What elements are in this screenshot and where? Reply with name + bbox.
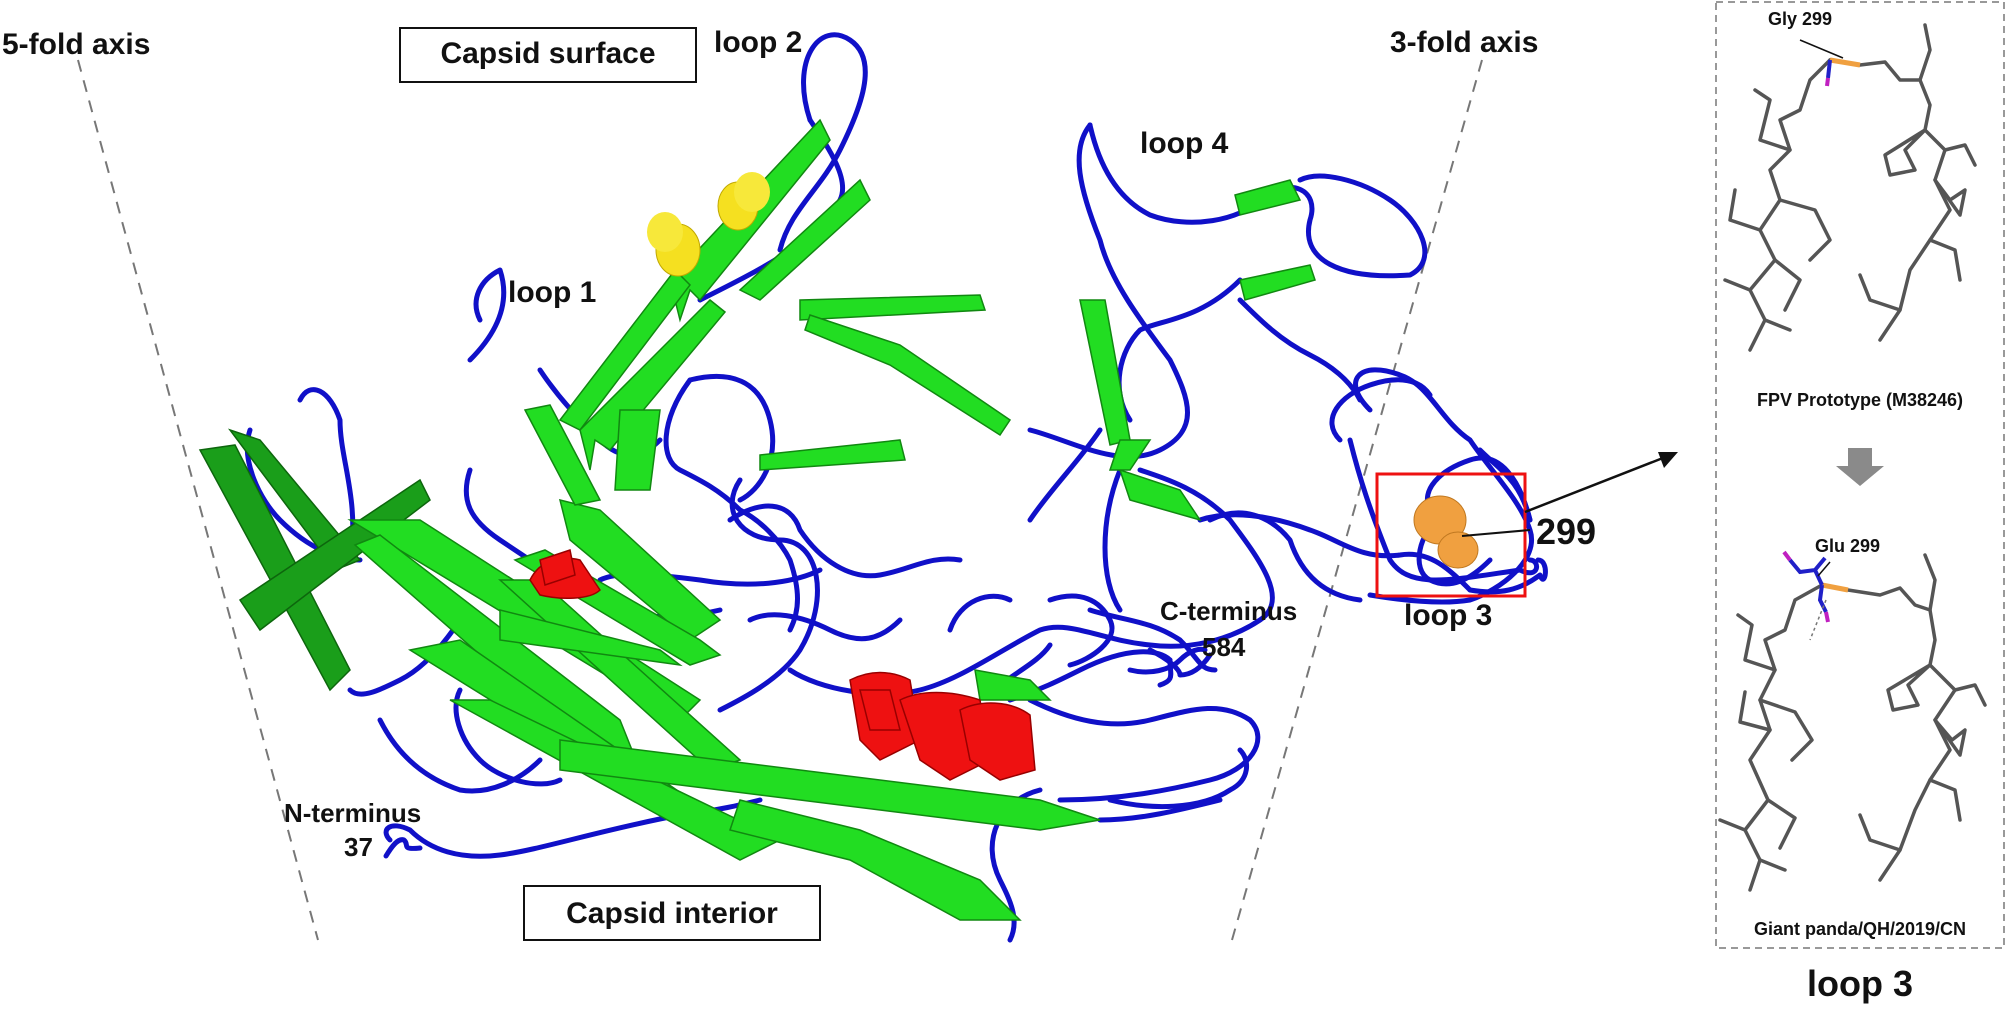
fpv-prototype-caption: FPV Prototype (M38246) xyxy=(1757,390,1963,410)
loop3-highlight-box xyxy=(1375,472,1527,598)
loop2-label: loop 2 xyxy=(714,26,802,59)
capsid-interior-box xyxy=(523,885,821,941)
beta-strand xyxy=(1079,299,1131,446)
capsid-surface-label: Capsid surface xyxy=(440,37,655,70)
alpha-helix xyxy=(529,549,601,600)
five-fold-axis-label: 5-fold axis xyxy=(2,28,150,61)
c-terminus-tail xyxy=(1127,646,1208,675)
coil-segment xyxy=(1047,593,1115,668)
beta-strand xyxy=(1234,179,1302,216)
coil-segment xyxy=(377,717,543,794)
beta-strand xyxy=(974,669,1052,701)
inset-down-arrow xyxy=(1836,448,1884,486)
coil-segment xyxy=(777,32,868,253)
coil-segment xyxy=(1027,427,1103,523)
coil-segment xyxy=(1027,697,1261,803)
capsid-surface-box xyxy=(399,27,697,83)
loop1-residue-spheres xyxy=(647,172,770,277)
coil-segment xyxy=(1087,607,1218,673)
glu299-label: Glu 299 xyxy=(1815,536,1880,556)
beta-strand xyxy=(499,609,683,667)
beta-strand xyxy=(738,178,871,301)
loop4-label: loop 4 xyxy=(1140,127,1229,160)
beta-strand xyxy=(1239,264,1316,301)
five-fold-axis-line xyxy=(77,59,319,941)
beta-strand xyxy=(227,428,362,571)
coil-segment xyxy=(1107,747,1250,810)
coil-segment xyxy=(747,612,903,642)
glu299-stick-model xyxy=(1718,550,1987,892)
beta-strand xyxy=(799,294,987,321)
inset-arrow xyxy=(1524,454,1669,514)
beta-strand xyxy=(729,799,1022,921)
coil-segment xyxy=(717,477,820,713)
coil-segment xyxy=(1102,467,1123,613)
residue-299-leader xyxy=(1461,529,1531,537)
three-fold-axis-line xyxy=(1231,59,1483,941)
residue-299-label: 299 xyxy=(1536,511,1596,552)
coil-segment xyxy=(1353,367,1535,605)
coil-segment xyxy=(687,373,776,503)
coil-segment xyxy=(947,593,1013,633)
coil-segment xyxy=(663,377,800,633)
loop3-label: loop 3 xyxy=(1404,599,1492,632)
giant-panda-caption: Giant panda/QH/2019/CN xyxy=(1754,919,1966,939)
beta-strand xyxy=(614,409,661,491)
alpha-helix xyxy=(849,671,1036,781)
coil-segment xyxy=(1237,297,1363,403)
beta-strand xyxy=(579,298,727,471)
beta-strand xyxy=(759,439,906,471)
beta-strand xyxy=(804,314,1012,437)
coil-segment xyxy=(787,467,1275,697)
coil-segment-loop3 xyxy=(1197,512,1473,593)
n-terminus-tail xyxy=(383,837,423,859)
three-fold-axis-label: 3-fold axis xyxy=(1390,26,1538,59)
loop3-inset-panel: Gly 299 FPV Prototype (M38246) G xyxy=(1715,1,2005,949)
residue-299-spheres xyxy=(1413,495,1479,569)
beta-strand xyxy=(1108,439,1152,471)
coil-segment xyxy=(1329,377,1433,443)
coil-segment xyxy=(1097,797,1223,823)
c-terminus-label: C-terminus xyxy=(1160,596,1297,626)
inset-arrow-head xyxy=(1658,452,1678,468)
beta-strand xyxy=(558,498,722,641)
coil-segment xyxy=(467,267,507,363)
coil-segment xyxy=(1087,122,1428,279)
coil-segment xyxy=(347,617,463,697)
gly299-label: Gly 299 xyxy=(1768,9,1832,29)
loop1-label: loop 1 xyxy=(508,276,596,309)
coil-segment xyxy=(297,387,356,563)
coil-segment xyxy=(453,687,563,787)
coil-segment xyxy=(727,503,963,579)
capsid-interior-label: Capsid interior xyxy=(566,897,778,930)
coil-segment xyxy=(1347,437,1539,583)
coil-segment xyxy=(1116,277,1243,423)
beta-strand xyxy=(559,739,1101,831)
c-terminus-number: 584 xyxy=(1202,632,1246,662)
gly299-stick-model xyxy=(1723,23,1977,352)
n-terminus-number: 37 xyxy=(344,832,373,862)
beta-strand xyxy=(1118,468,1202,522)
n-terminus-label: N-terminus xyxy=(284,798,421,828)
coil-segment-loop3 xyxy=(1467,557,1548,595)
coil-segment-loop3 xyxy=(1424,455,1533,523)
protein-ribbon xyxy=(198,32,1548,943)
beta-strand xyxy=(523,404,602,506)
inset-title: loop 3 xyxy=(1807,963,1913,1004)
